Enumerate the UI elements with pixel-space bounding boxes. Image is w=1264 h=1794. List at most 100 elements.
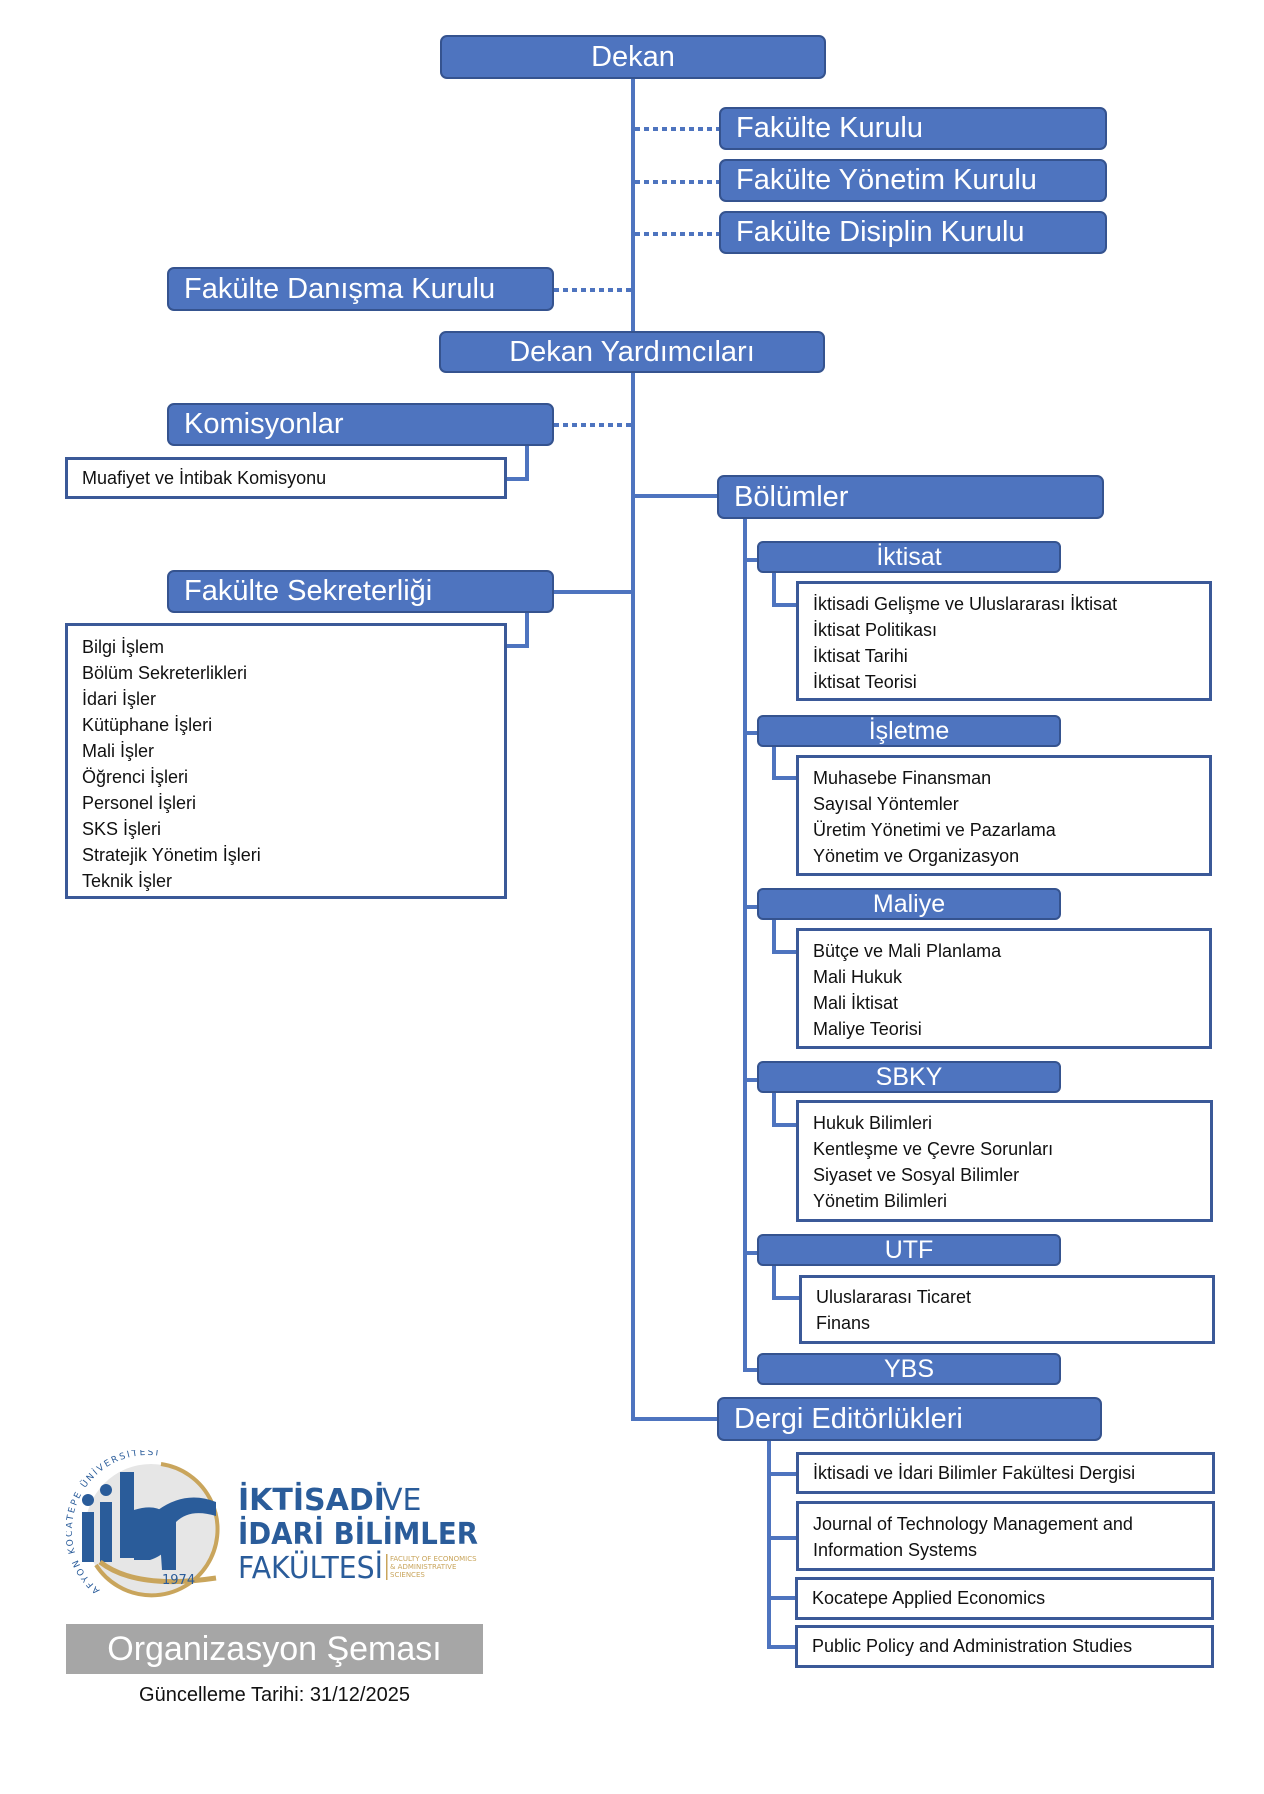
logo-en1: FACULTY OF ECONOMICS [390, 1555, 477, 1563]
secretariat-item[interactable]: SKS İşleri [82, 819, 162, 839]
dekan-node[interactable]: Dekan [440, 35, 826, 79]
council-connector-1 [635, 127, 719, 131]
journal-title: Kocatepe Applied Economics [812, 1588, 1046, 1608]
council-connector-3 [635, 232, 719, 236]
journal-connector-2 [767, 1536, 796, 1540]
dept-elbow-h-utf [772, 1296, 799, 1300]
departments-node[interactable]: Bölümler [717, 475, 1104, 519]
secretariat-item[interactable]: Bölüm Sekreterlikleri [82, 663, 248, 683]
secretariat-item[interactable]: Teknik İşler [82, 871, 173, 891]
secretariat-item[interactable]: Stratejik Yönetim İşleri [82, 845, 261, 865]
dept-label: SBKY [875, 1062, 943, 1091]
subdept-item[interactable]: Yönetim ve Organizasyon [813, 846, 1020, 866]
council-label: Fakülte Kurulu [736, 112, 923, 144]
dept-ybs[interactable]: YBS [757, 1353, 1061, 1385]
subdept-item[interactable]: İktisat Tarihi [813, 646, 908, 666]
commissions-connector [554, 423, 631, 427]
subdept-item[interactable]: Maliye Teorisi [813, 1019, 922, 1039]
journal-title: Journal of Technology Management and [813, 1514, 1133, 1534]
council-label: Fakülte Disiplin Kurulu [736, 216, 1025, 248]
commissions-node[interactable]: Komisyonlar [167, 403, 554, 446]
subdept-item[interactable]: Mali Hukuk [813, 967, 903, 987]
secretariat-item[interactable]: Kütüphane İşleri [82, 715, 213, 735]
subdept-item[interactable]: İktisadi Gelişme ve Uluslararası İktisat [813, 594, 1118, 614]
dept-iktisat[interactable]: İktisat [757, 541, 1061, 573]
secretariat-label: Fakülte Sekreterliği [184, 575, 433, 607]
journal-item-1[interactable]: İktisadi ve İdari Bilimler Fakültesi Der… [796, 1452, 1215, 1494]
subdept-item[interactable]: Siyaset ve Sosyal Bilimler [813, 1165, 1020, 1185]
subdept-item[interactable]: Hukuk Bilimleri [813, 1113, 933, 1133]
dept-label: UTF [884, 1235, 934, 1264]
council-fakulte-kurulu[interactable]: Fakülte Kurulu [719, 107, 1107, 150]
subdept-item[interactable]: İktisat Teorisi [813, 672, 917, 692]
journals-label: Dergi Editörlükleri [734, 1402, 963, 1435]
dept-label: İktisat [876, 542, 942, 571]
dept-label: İşletme [868, 716, 950, 745]
council-yonetim-kurulu[interactable]: Fakülte Yönetim Kurulu [719, 159, 1107, 202]
dept-elbow-h-iktisat [772, 603, 796, 607]
secretariat-node[interactable]: Fakülte Sekreterliği [167, 570, 554, 613]
subdept-item[interactable]: Bütçe ve Mali Planlama [813, 941, 1002, 961]
commissions-elbow-v [525, 446, 529, 480]
vice-deans-node[interactable]: Dekan Yardımcıları [439, 331, 825, 373]
logo-line1b: VE [382, 1483, 421, 1518]
dept-elbow-v-iktisat [772, 573, 776, 607]
journals-node[interactable]: Dergi Editörlükleri [717, 1397, 1102, 1441]
dept-isletme[interactable]: İşletme [757, 715, 1061, 747]
dept-elbow-h-isletme [772, 776, 796, 780]
departments-label: Bölümler [734, 480, 849, 513]
journal-title: Public Policy and Administration Studies [812, 1636, 1133, 1656]
dept-sbky[interactable]: SBKY [757, 1061, 1061, 1093]
logo-line3: FAKÜLTESİ [238, 1550, 383, 1586]
secretariat-item[interactable]: Mali İşler [82, 741, 155, 761]
logo-en2: & ADMINISTRATIVE [390, 1563, 456, 1571]
subdept-item[interactable]: Muhasebe Finansman [813, 768, 992, 788]
maliye-subdept-list: Bütçe ve Mali Planlama Mali Hukuk Mali İ… [796, 928, 1212, 1049]
logo-en3: SCIENCES [390, 1571, 425, 1579]
departments-spine [743, 519, 747, 1371]
dept-connector-utf [743, 1251, 757, 1255]
council-disiplin-kurulu[interactable]: Fakülte Disiplin Kurulu [719, 211, 1107, 254]
subdept-item[interactable]: Üretim Yönetimi ve Pazarlama [813, 820, 1056, 840]
journal-item-3[interactable]: Kocatepe Applied Economics [795, 1577, 1214, 1620]
journal-item-2[interactable]: Journal of Technology Management and Inf… [796, 1501, 1215, 1571]
advisory-board-node[interactable]: Fakülte Danışma Kurulu [167, 267, 554, 311]
dept-elbow-h-sbky [772, 1123, 796, 1127]
dept-connector-isletme [743, 731, 757, 735]
dept-connector-maliye [743, 905, 757, 909]
dept-elbow-h-maliye [772, 950, 796, 954]
dept-connector-ybs [743, 1368, 757, 1372]
subdept-item[interactable]: Uluslararası Ticaret [816, 1287, 972, 1307]
dept-elbow-v-maliye [772, 920, 776, 954]
secretariat-item[interactable]: Bilgi İşlem [82, 637, 165, 657]
dept-maliye[interactable]: Maliye [757, 888, 1061, 920]
chart-title: Organizasyon Şeması [107, 1629, 442, 1668]
departments-connector [633, 494, 717, 498]
subdept-item[interactable]: İktisat Politikası [813, 620, 938, 640]
secretariat-item[interactable]: Personel İşleri [82, 793, 197, 813]
journal-title: İktisadi ve İdari Bilimler Fakültesi Der… [813, 1463, 1136, 1483]
dept-elbow-v-sbky [772, 1093, 776, 1127]
commission-item[interactable]: Muafiyet ve İntibak Komisyonu [82, 468, 327, 488]
subdept-item[interactable]: Mali İktisat [813, 993, 899, 1013]
faculty-logo: AFYON KOCATEPE ÜNİVERSİTESİ 1974 İKTİSAD… [65, 1447, 486, 1610]
advisory-board-label: Fakülte Danışma Kurulu [184, 272, 496, 305]
subdept-item[interactable]: Kentleşme ve Çevre Sorunları [813, 1139, 1054, 1159]
vice-deans-label: Dekan Yardımcıları [509, 335, 755, 368]
subdept-item[interactable]: Yönetim Bilimleri [813, 1191, 948, 1211]
secretariat-item[interactable]: Öğrenci İşleri [82, 767, 189, 787]
journals-spine [767, 1441, 771, 1649]
journal-item-4[interactable]: Public Policy and Administration Studies [795, 1625, 1214, 1668]
secretariat-item[interactable]: İdari İşler [82, 689, 157, 709]
isletme-subdept-list: Muhasebe Finansman Sayısal Yöntemler Üre… [796, 755, 1212, 876]
council-label: Fakülte Yönetim Kurulu [736, 164, 1037, 196]
logo-line2: İDARİ BİLİMLER [238, 1516, 478, 1552]
logo-line1a: İKTİSADİ [238, 1482, 385, 1518]
logo-year: 1974 [162, 1573, 195, 1588]
dekan-label: Dekan [591, 40, 675, 73]
subdept-item[interactable]: Sayısal Yöntemler [813, 794, 959, 814]
subdept-item[interactable]: Finans [816, 1313, 871, 1333]
dept-utf[interactable]: UTF [757, 1234, 1061, 1266]
journal-connector-3 [767, 1596, 796, 1600]
sbky-subdept-list: Hukuk Bilimleri Kentleşme ve Çevre Sorun… [796, 1100, 1213, 1222]
